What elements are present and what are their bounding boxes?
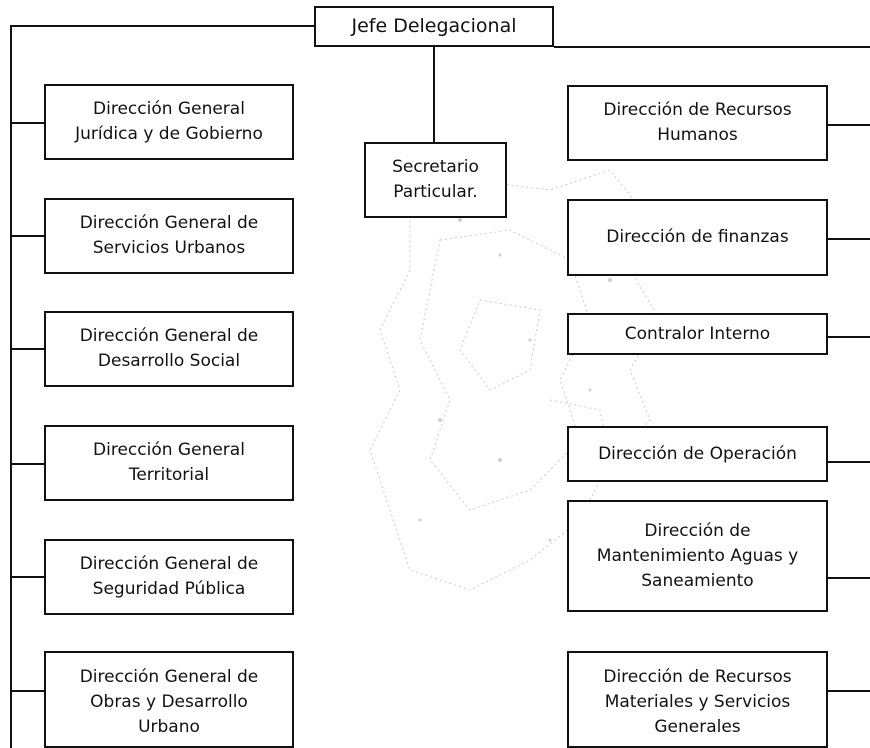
node-left-4: Dirección General Territorial <box>44 425 294 501</box>
node-left-3: Dirección General de Desarrollo Social <box>44 311 294 387</box>
node-secretario-particular: Secretario Particular. <box>364 142 507 218</box>
connector <box>10 122 44 124</box>
node-right-5: Dirección de Mantenimiento Aguas y Sanea… <box>567 500 828 612</box>
connector <box>828 461 870 463</box>
node-left-2: Dirección General de Servicios Urbanos <box>44 198 294 274</box>
node-left-1: Dirección General Jurídica y de Gobierno <box>44 84 294 160</box>
connector <box>10 25 314 27</box>
connector <box>10 348 44 350</box>
node-right-6: Dirección de Recursos Materiales y Servi… <box>567 651 828 748</box>
connector <box>10 576 44 578</box>
node-jefe-delegacional: Jefe Delegacional <box>314 6 554 47</box>
connector <box>828 238 870 240</box>
node-left-5: Dirección General de Seguridad Pública <box>44 539 294 615</box>
connector <box>10 690 44 692</box>
node-left-6: Dirección General de Obras y Desarrollo … <box>44 651 294 748</box>
connector <box>828 336 870 338</box>
connector <box>554 46 870 48</box>
connector <box>828 577 870 579</box>
node-right-1: Dirección de Recursos Humanos <box>567 85 828 161</box>
connector <box>10 235 44 237</box>
connector <box>10 25 12 748</box>
connector <box>433 45 435 143</box>
node-right-3: Contralor Interno <box>567 313 828 355</box>
node-right-4: Dirección de Operación <box>567 426 828 482</box>
connector <box>10 463 44 465</box>
connector <box>828 124 870 126</box>
node-right-2: Dirección de finanzas <box>567 199 828 276</box>
connector <box>828 690 870 692</box>
